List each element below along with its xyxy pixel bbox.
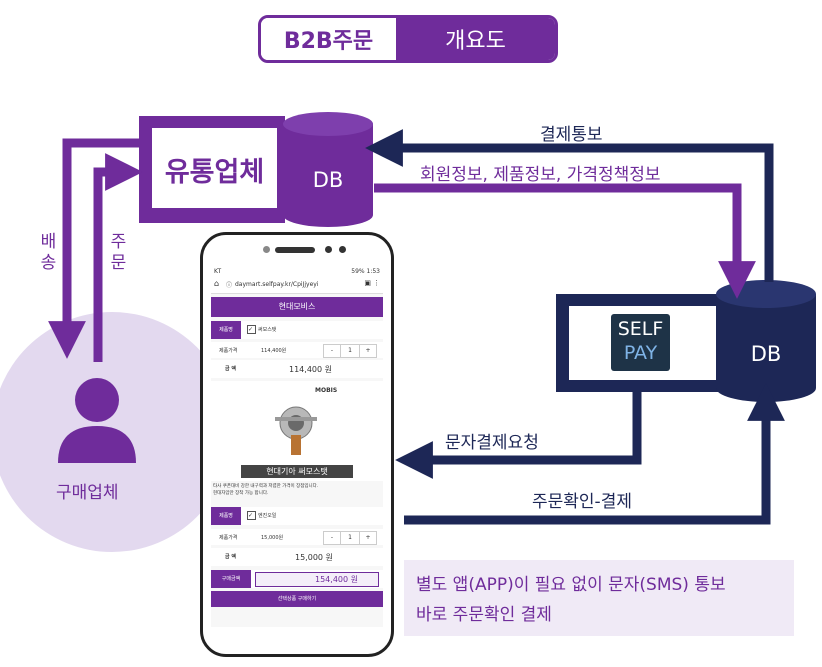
selfpay-logo-line2: PAY (623, 342, 658, 364)
item2-row: 제품명 ✓ 엔진오일 (211, 507, 383, 525)
distributor-db-cylinder (283, 124, 373, 227)
item1-name: 써모스탯 (258, 327, 277, 333)
delivery-label: 배송 (36, 232, 56, 274)
distributor-db-top (283, 112, 373, 136)
url-bar[interactable]: ⌂ ⓘ daymart.selfpay.kr/CpiJjyeyi ▣ ⋮ (211, 277, 383, 294)
item1-row: 제품명 ✓ 써모스탯 (211, 321, 383, 339)
url-text[interactable]: daymart.selfpay.kr/CpiJjyeyi (235, 281, 319, 288)
order-confirm-arrow (404, 383, 785, 525)
order-arrow (93, 153, 143, 362)
item2-price: 15,000원 (261, 535, 284, 541)
buy-button[interactable]: 선택상품 구매하기 (211, 591, 383, 607)
item2-label: 제품명 (211, 507, 241, 525)
selfpay-logo-bg (611, 314, 670, 371)
status-left: KT (214, 268, 222, 275)
title-pill: B2B주문 개요도 (258, 15, 558, 63)
item1-price-row: 제품가격 114,400원 - 1 + (211, 342, 383, 358)
item2-amount-row: 금 액 15,000 원 (211, 548, 383, 566)
product-desc-line1: 타사 쿠폰대비 강한 내구력과 저렴한 가격이 장점입니다. (213, 484, 319, 489)
selfpay-db-label: DB (750, 342, 782, 366)
note-line1: 별도 앱(APP)이 필요 없이 문자(SMS) 통보 (416, 575, 726, 595)
total-box (255, 572, 379, 587)
product-image-area: MOBIS 현대기아 써모스탯 (211, 381, 383, 481)
buyer-name: 구매업체 (56, 483, 119, 503)
item2-minus-button[interactable]: - (323, 531, 341, 545)
item1-amount-label: 금 액 (225, 366, 236, 372)
sms-request-label: 문자결제요청 (445, 433, 539, 453)
payment-notice-arrow (365, 129, 774, 282)
item2-price-label: 제품가격 (219, 535, 238, 541)
order-label: 주문 (106, 232, 126, 274)
distributor-name: 유통업체 (164, 157, 265, 188)
title-right: 개요도 (396, 18, 555, 60)
item2-amount: 15,000 원 (295, 553, 333, 562)
note-box: 별도 앱(APP)이 필요 없이 문자(SMS) 통보 바로 주문확인 결제 (404, 560, 794, 636)
status-right: 59% 1:53 (351, 268, 380, 275)
phone-mockup: KT 59% 1:53 ⌂ ⓘ daymart.selfpay.kr/CpiJj… (200, 232, 394, 657)
thermostat-image (275, 406, 317, 455)
note-line2: 바로 주문확인 결제 (416, 605, 552, 625)
item1-checkbox[interactable]: ✓ (247, 325, 256, 334)
menu-icon[interactable]: ⋮ (373, 279, 380, 287)
phone-speaker (275, 247, 315, 253)
item2-price-row: 제품가격 15,000원 - 1 + (211, 529, 383, 545)
item1-label: 제품명 (211, 321, 241, 339)
item1-amount-row: 금 액 114,400 원 (211, 360, 383, 378)
total-label: 구매금액 (211, 570, 251, 588)
selfpay-db-top (716, 280, 816, 308)
item2-checkbox[interactable]: ✓ (247, 511, 256, 520)
brand-logo: MOBIS (315, 387, 338, 394)
home-icon[interactable]: ⌂ (214, 279, 220, 288)
item2-qty[interactable]: 1 (340, 531, 360, 545)
lock-icon: ⓘ (226, 282, 233, 289)
product-caption: 현대기아 써모스탯 (266, 467, 328, 476)
buy-button-label: 선택상품 구매하기 (277, 596, 317, 602)
item1-plus-button[interactable]: + (359, 344, 377, 358)
product-desc: 타사 쿠폰대비 강한 내구력과 저렴한 가격이 장점입니다. 현대자암만 장착 … (213, 483, 383, 497)
order-confirm-label: 주문확인-결제 (532, 492, 632, 512)
info-sync-arrow (374, 183, 756, 299)
payment-notice-label: 결제통보 (540, 125, 603, 145)
tabs-icon[interactable]: ▣ (364, 279, 371, 287)
phone-camera (325, 246, 332, 253)
item2-name: 엔진오일 (258, 513, 277, 519)
total-row: 구매금액 154,400 원 (211, 570, 383, 588)
item1-price-label: 제품가격 (219, 348, 238, 354)
store-header: 현대모비스 (211, 297, 383, 317)
product-desc-line2: 현대자암만 장착 가능 합니다. (213, 491, 269, 496)
selfpay-logo-line1: SELF (617, 318, 664, 340)
item1-amount: 114,400 원 (289, 365, 332, 374)
delivery-arrow (48, 138, 139, 359)
item1-price: 114,400원 (261, 348, 287, 354)
phone-screen: KT 59% 1:53 ⌂ ⓘ daymart.selfpay.kr/CpiJj… (211, 267, 383, 627)
item1-minus-button[interactable]: - (323, 344, 341, 358)
item2-plus-button[interactable]: + (359, 531, 377, 545)
phone-front-sensor (263, 246, 270, 253)
buyer-person-icon (58, 378, 136, 463)
selfpay-db-cylinder (716, 294, 816, 402)
info-sync-label: 회원정보, 제품정보, 가격정책정보 (420, 165, 661, 185)
store-name: 현대모비스 (278, 302, 316, 311)
distributor-inner (152, 128, 277, 208)
phone-camera-2 (339, 246, 346, 253)
total-amount: 154,400 원 (315, 575, 358, 584)
distributor-db-label: DB (312, 168, 344, 192)
item1-qty[interactable]: 1 (340, 344, 360, 358)
title-left: B2B주문 (261, 18, 396, 60)
product-caption-box: 현대기아 써모스탯 (241, 465, 353, 478)
status-bar: KT 59% 1:53 (211, 267, 383, 277)
sms-request-arrow (395, 392, 642, 479)
item2-amount-label: 금 액 (225, 554, 236, 560)
